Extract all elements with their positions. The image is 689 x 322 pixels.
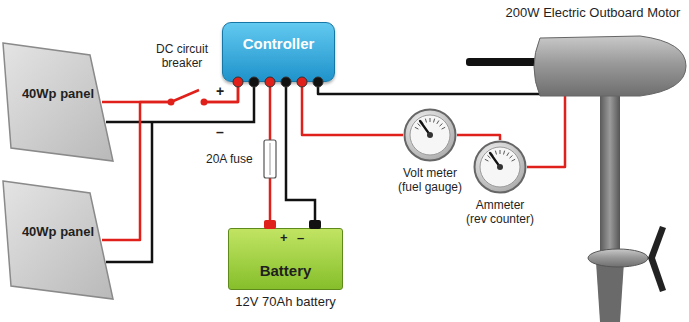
motor-wire — [500, 93, 542, 96]
node-text: Controller — [223, 23, 334, 52]
breaker-label: DC circuit breaker — [146, 42, 218, 70]
solar-panel-shape — [2, 180, 114, 300]
node-text: 12V 70Ah battery — [199, 294, 372, 309]
solar-panel: 40Wp panel — [2, 180, 114, 300]
wire — [318, 82, 500, 94]
node-text: Ammeter (rev counter) — [458, 198, 542, 226]
volt-meter: Volt meter (fuel gauge) — [388, 108, 472, 198]
wire — [269, 82, 272, 228]
gauge-face — [403, 108, 457, 162]
fuse — [264, 140, 276, 178]
outboard-motor: 200W Electric Outboard Motor — [500, 2, 686, 100]
breaker-contact — [168, 99, 175, 106]
polarity-mark: + — [216, 83, 224, 99]
motor-shaft — [600, 92, 620, 254]
solar-panel: 40Wp panel — [2, 42, 114, 162]
wire — [102, 82, 238, 102]
polarity-mark: + — [280, 230, 288, 245]
controller-box: Controller — [222, 22, 335, 82]
motor-head — [534, 36, 686, 96]
breaker-lever — [171, 90, 199, 102]
fuse-label: 20A fuse — [206, 152, 253, 166]
fuse-element — [270, 143, 271, 175]
skeg — [596, 262, 624, 322]
propeller-pod — [588, 249, 648, 267]
node-text: 40Wp panel — [2, 86, 114, 101]
outboard-motor — [466, 36, 686, 322]
battery-negative-wire — [286, 82, 315, 222]
node-text: 200W Electric Outboard Motor — [500, 5, 686, 20]
gauge-face — [473, 140, 527, 194]
solar-panel-shape — [2, 42, 114, 162]
polarity-mark: – — [297, 230, 304, 245]
node-text: 40Wp panel — [2, 224, 114, 239]
ammeter: Ammeter (rev counter) — [458, 140, 542, 230]
breaker-contact — [201, 99, 208, 106]
wire — [527, 100, 565, 167]
propeller-blade — [648, 226, 666, 258]
propeller-blade — [648, 258, 666, 292]
wire — [457, 135, 500, 140]
circuit-breaker — [168, 90, 208, 106]
fuse-body — [264, 140, 276, 178]
breaker-gap — [173, 98, 203, 106]
node-text: Volt meter (fuel gauge) — [388, 166, 472, 194]
polarity-mark: – — [216, 124, 224, 140]
node-text: Battery — [229, 262, 342, 279]
